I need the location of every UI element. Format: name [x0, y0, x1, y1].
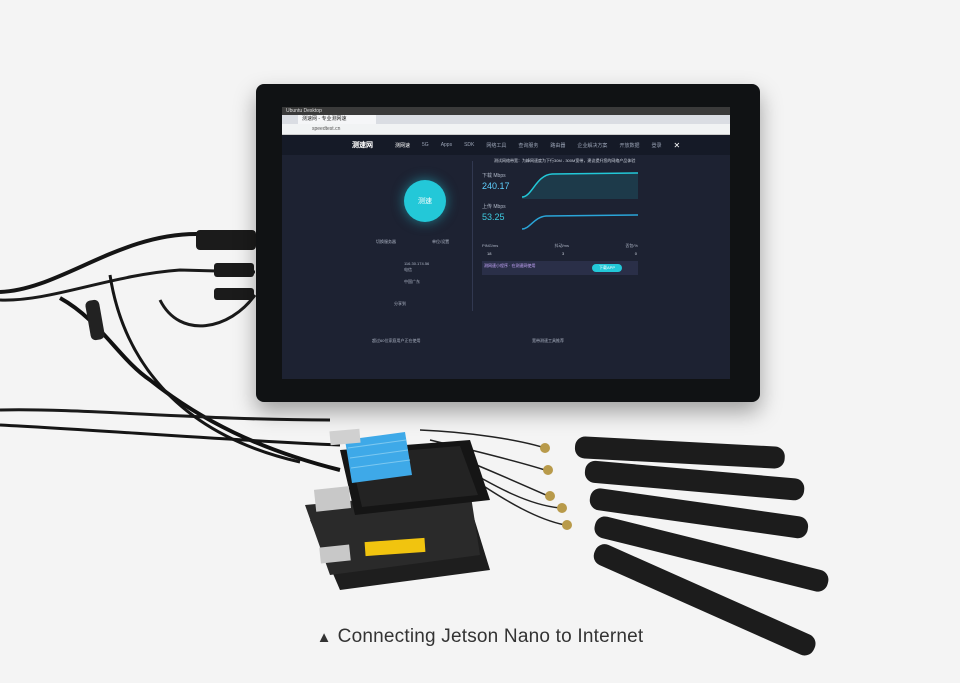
upload-graph [522, 214, 638, 230]
jitter-value: 3 [561, 251, 565, 256]
download-value: 240.17 [482, 181, 510, 191]
nav-item: 测网速 [395, 142, 411, 149]
screen: Ubuntu Desktop 测速网 - 专业测网速 speedtest.cn … [282, 107, 730, 379]
isp-name: 电信 [404, 267, 412, 272]
address-bar: speedtest.cn [282, 124, 730, 135]
nav-item: 查询服务 [518, 142, 539, 149]
download-app-button: 下载APP [592, 264, 622, 272]
ping-values: 18 3 0 [487, 251, 637, 256]
download-label: 下载 Mbps [482, 173, 506, 179]
nav-item: 登录 [651, 142, 662, 149]
nav-item: 网络工具 [486, 142, 507, 149]
antennas [540, 436, 829, 656]
site-nav: 测速网 测网速 5G Apps SDK 网络工具 查询服务 路由器 企业解决方案… [282, 135, 730, 155]
nav-item: 企业解决方案 [577, 142, 608, 149]
share-label: 分享到 [394, 301, 406, 306]
speedtest-page: 测速 切换服务器 单位/设置 116.30.174.56 电信 中国广东 分享到… [282, 155, 730, 379]
nav-item: 5G [422, 142, 429, 148]
upload-label: 上传 Mbps [482, 204, 506, 210]
upload-value: 53.25 [482, 212, 505, 222]
triangle-icon: ▲ [316, 629, 332, 646]
monitor: Ubuntu Desktop 测速网 - 专业测网速 speedtest.cn … [256, 84, 760, 402]
close-icon: ✕ [673, 140, 681, 150]
footer-left-text: 超过60位家庭用户正在使用 [372, 338, 421, 343]
ping-header: PING/ms [482, 243, 499, 248]
download-graph [522, 172, 638, 199]
caption-text: Connecting Jetson Nano to Internet [337, 626, 644, 647]
loss-header: 丢包/% [625, 243, 638, 248]
jitter-header: 抖动/ms [554, 243, 569, 248]
server-label: 切换服务器 [376, 239, 396, 244]
speed-test-button: 测速 [404, 180, 446, 222]
nav-item: SDK [464, 142, 475, 148]
ping-value: 18 [487, 251, 492, 256]
os-title-bar: Ubuntu Desktop [282, 107, 730, 115]
site-logo: 测速网 [352, 142, 373, 149]
ping-headers: PING/ms 抖动/ms 丢包/% [482, 243, 638, 249]
caption: ▲ Connecting Jetson Nano to Internet [0, 626, 960, 648]
nav-item: Apps [440, 142, 453, 148]
nav-item: 开放数据 [619, 142, 640, 149]
results-title: 测试网络带宽：为峰网速度为下行30M - 300M宽带，建议提升您的网络产品体验 [494, 158, 636, 163]
settings-label: 单位/设置 [432, 239, 450, 244]
ip-address: 116.30.174.56 [404, 261, 430, 266]
divider [472, 161, 473, 311]
footer-right-text: 宽带测速工具推荐 [532, 338, 564, 343]
location: 中国广东 [404, 279, 420, 284]
browser-tab: 测速网 - 专业测网速 [298, 115, 377, 124]
browser-tab-bar: 测速网 - 专业测网速 [282, 115, 730, 124]
loss-value: 0 [634, 251, 637, 256]
nav-item: 路由器 [550, 142, 566, 149]
